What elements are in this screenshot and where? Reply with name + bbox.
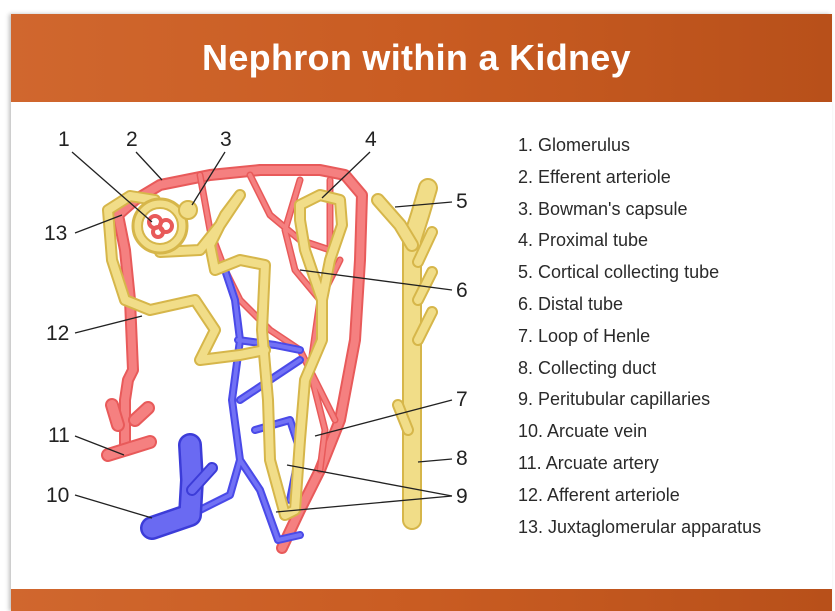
- legend-item-efferent-arteriole: 2. Efferent arteriole: [518, 163, 761, 195]
- callout-13: 13: [44, 222, 67, 245]
- legend-item-distal-tube: 6. Distal tube: [518, 290, 761, 322]
- callout-12: 12: [46, 322, 69, 345]
- legend-item-juxtaglomerular-apparatus: 13. Juxtaglomerular apparatus: [518, 513, 761, 545]
- legend-item-cortical-collecting-tube: 5. Cortical collecting tube: [518, 258, 761, 290]
- legend-item-proximal-tube: 4. Proximal tube: [518, 226, 761, 258]
- callout-4: 4: [365, 128, 377, 151]
- legend-item-peritubular-capillaries: 9. Peritubular capillaries: [518, 385, 761, 417]
- callout-1: 1: [58, 128, 70, 151]
- distal-loop-shape: [179, 201, 197, 219]
- collecting-duct-shape: [378, 188, 432, 520]
- callout-11: 11: [48, 424, 70, 447]
- callout-10: 10: [46, 484, 69, 507]
- callout-8: 8: [456, 447, 468, 470]
- callout-2: 2: [126, 128, 138, 151]
- callout-5: 5: [456, 190, 468, 213]
- legend-list: 1. Glomerulus 2. Efferent arteriole 3. B…: [518, 131, 761, 544]
- legend-item-loop-of-henle: 7. Loop of Henle: [518, 322, 761, 354]
- callout-6: 6: [456, 279, 468, 302]
- callout-7: 7: [456, 388, 468, 411]
- callout-9: 9: [456, 485, 468, 508]
- legend-item-bowmans-capsule: 3. Bowman's capsule: [518, 195, 761, 227]
- legend-item-glomerulus: 1. Glomerulus: [518, 131, 761, 163]
- legend-item-arcuate-artery: 11. Arcuate artery: [518, 449, 761, 481]
- legend-item-arcuate-vein: 10. Arcuate vein: [518, 417, 761, 449]
- legend-item-collecting-duct: 8. Collecting duct: [518, 354, 761, 386]
- legend-item-afferent-arteriole: 12. Afferent arteriole: [518, 481, 761, 513]
- callout-3: 3: [220, 128, 232, 151]
